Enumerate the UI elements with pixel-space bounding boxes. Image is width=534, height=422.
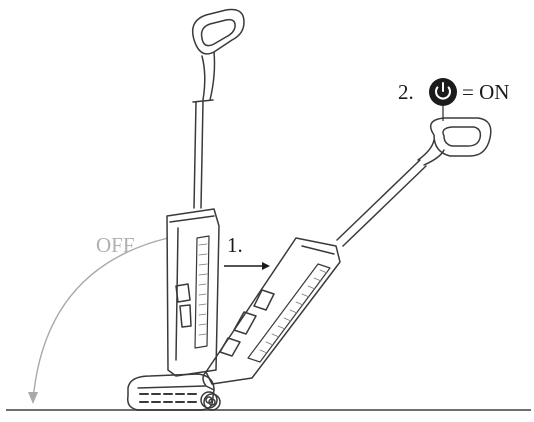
upright-body <box>166 208 220 377</box>
tilted-handle-grip <box>429 117 492 157</box>
tilted-body <box>205 237 341 385</box>
upright-floor-head <box>126 373 215 411</box>
on-label: = ON <box>462 80 509 104</box>
step1-label: 1. <box>227 233 243 257</box>
tilted-wheel <box>203 393 221 411</box>
tilt-direction-arrow <box>224 262 270 270</box>
upright-wheel <box>200 391 218 409</box>
power-icon <box>429 78 457 106</box>
upright-handle-grip-inner <box>200 18 236 47</box>
upright-battery-hatch <box>194 235 210 349</box>
tilt-arc-arrow <box>28 237 169 404</box>
upright-handle-grip <box>191 8 245 55</box>
off-label: OFF <box>96 233 135 257</box>
tilted-vacuum <box>202 117 492 411</box>
step2-label: 2. <box>398 80 414 104</box>
tilted-battery-hatch <box>247 263 331 363</box>
tilted-handle-grip-inner <box>442 126 482 147</box>
upright-vacuum <box>126 8 245 411</box>
